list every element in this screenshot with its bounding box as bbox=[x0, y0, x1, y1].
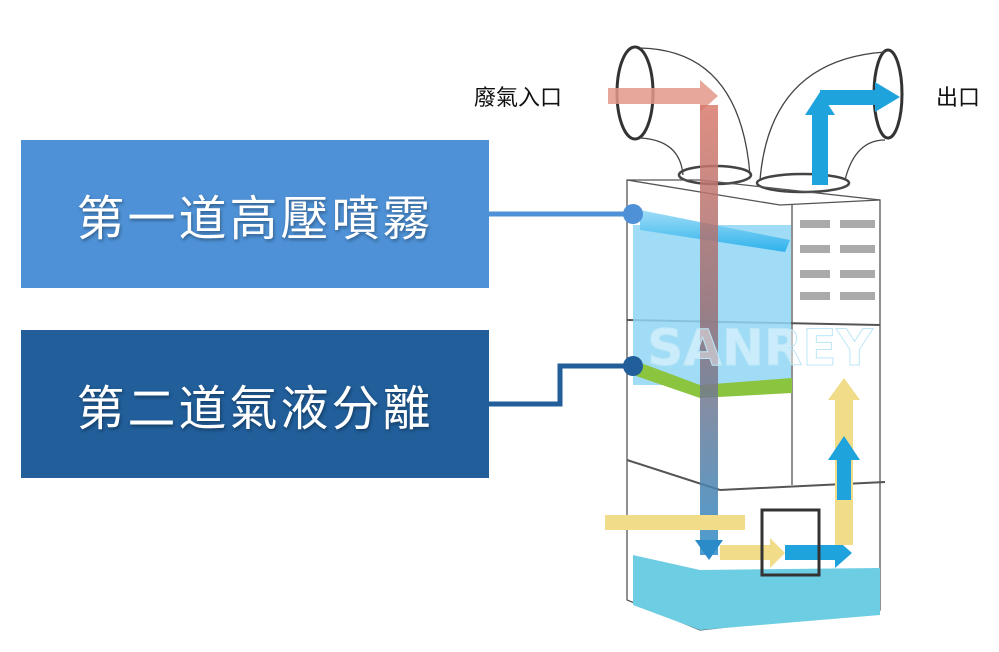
outlet-flow-arrows bbox=[805, 82, 900, 185]
demister-pad bbox=[633, 360, 792, 398]
stage1-box: 第一道高壓噴霧 bbox=[21, 140, 489, 288]
connector-stage2 bbox=[489, 356, 643, 407]
inlet-label: 廢氣入口 bbox=[474, 86, 563, 111]
stage1-label: 第一道高壓噴霧 bbox=[76, 191, 434, 247]
upward-flow-arrows bbox=[828, 378, 860, 545]
stage2-label: 第二道氣液分離 bbox=[76, 381, 434, 437]
access-door bbox=[760, 508, 821, 577]
stage2-box: 第二道氣液分離 bbox=[21, 330, 489, 478]
outlet-pipe bbox=[755, 48, 904, 194]
lamella-plates bbox=[800, 220, 875, 300]
air-flow-arrow bbox=[720, 538, 785, 568]
outlet-label: 出口 bbox=[936, 86, 981, 111]
connector-stage1 bbox=[489, 204, 643, 224]
inlet-pipe bbox=[615, 45, 753, 186]
air-inlet-arrow bbox=[605, 515, 745, 530]
water-tank bbox=[633, 555, 880, 630]
watermark: SANREY bbox=[647, 319, 873, 377]
inlet-flow-arrows bbox=[608, 80, 723, 560]
